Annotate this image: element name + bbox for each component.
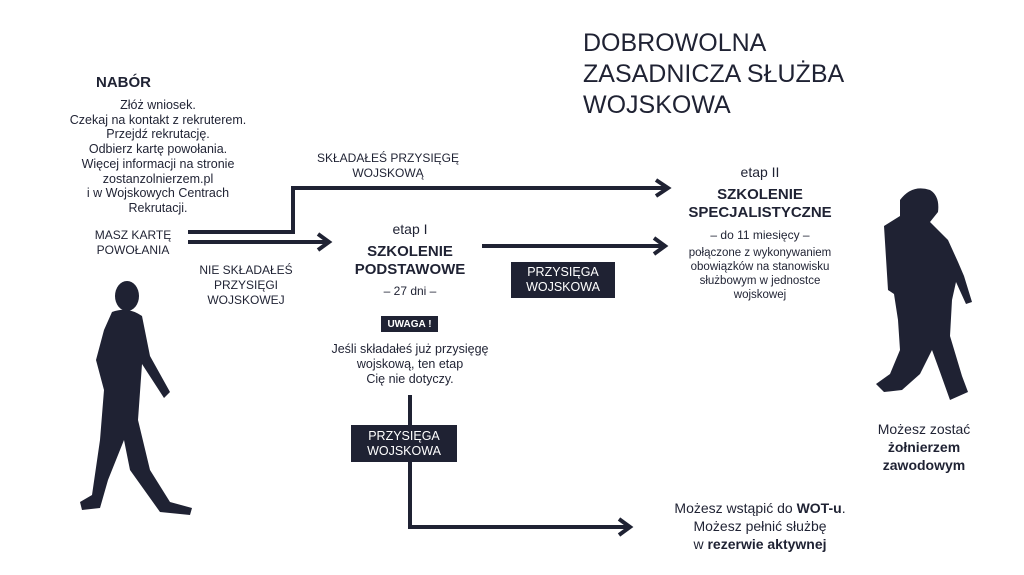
oath-line: PRZYSIĘGA bbox=[527, 265, 599, 279]
etap2-name: SZKOLENIE bbox=[717, 186, 803, 203]
etap2-label: etap II bbox=[740, 164, 780, 180]
soldier-silhouette bbox=[876, 188, 972, 400]
label-line: WOJSKOWĄ bbox=[352, 166, 424, 180]
note-line: Cię nie dotyczy. bbox=[366, 372, 454, 386]
nabor-line: Czekaj na kontakt z rekruterem. bbox=[69, 112, 247, 127]
outcome-line: w rezerwie aktywnej bbox=[648, 535, 872, 553]
walking-man-silhouette bbox=[80, 281, 192, 515]
etap1-label: etap I bbox=[392, 221, 428, 237]
label-line: WOJSKOWEJ bbox=[207, 293, 285, 307]
desc-line: wojskowej bbox=[733, 289, 787, 301]
no-oath-label: NIE SKŁADAŁEŚ PRZYSIĘGI WOJSKOWEJ bbox=[196, 263, 296, 308]
etap1-note: Jeśli składałeś już przysięgę wojskową, … bbox=[310, 342, 510, 387]
note-line: Jeśli składałeś już przysięgę bbox=[331, 342, 489, 356]
reserve-text: rezerwie aktywnej bbox=[707, 536, 827, 552]
oath-taken-label: SKŁADAŁEŚ PRZYSIĘGĘ WOJSKOWĄ bbox=[300, 151, 476, 181]
nabor-line: Rekrutacji. bbox=[128, 200, 188, 215]
etap2-description: połączone z wykonywaniem obowiązków na s… bbox=[670, 246, 850, 302]
nabor-steps: Złóż wniosek. Czekaj na kontakt z rekrut… bbox=[40, 98, 276, 216]
text: . bbox=[841, 500, 846, 516]
oath-line: PRZYSIĘGA bbox=[368, 428, 440, 443]
desc-line: połączone z wykonywaniem bbox=[688, 247, 832, 259]
outcome-line: Możesz pełnić służbę bbox=[693, 518, 827, 534]
text: w bbox=[693, 536, 708, 552]
etap1-name: PODSTAWOWE bbox=[354, 261, 466, 278]
label-line: MASZ KARTĘ bbox=[94, 228, 172, 242]
oath-line: WOJSKOWA bbox=[367, 443, 441, 458]
etap2-block: etap II SZKOLENIE SPECJALISTYCZNE – do 1… bbox=[670, 163, 850, 302]
text: Możesz wstąpić do bbox=[674, 500, 797, 516]
warning-badge: UWAGA ! bbox=[381, 316, 438, 332]
outcome-line: Możesz zostać bbox=[877, 421, 971, 437]
nabor-heading: NABÓR bbox=[96, 74, 151, 91]
label-line: SKŁADAŁEŚ PRZYSIĘGĘ bbox=[316, 151, 460, 165]
masz-karte-label: MASZ KARTĘ POWOŁANIA bbox=[80, 228, 186, 258]
outcome-line: zawodowym bbox=[882, 457, 966, 473]
label-line: PRZYSIĘGI bbox=[213, 278, 278, 292]
title-line: ZASADNICZA SŁUŻBA bbox=[583, 60, 845, 88]
label-line: POWOŁANIA bbox=[96, 243, 170, 257]
arrow-oath-taken bbox=[188, 186, 668, 234]
outcome-wot-reserve: Możesz wstąpić do WOT-u. Możesz pełnić s… bbox=[648, 499, 872, 553]
nabor-line: Złóż wniosek. bbox=[120, 98, 196, 112]
outcome-professional-soldier: Możesz zostać żołnierzem zawodowym bbox=[856, 420, 992, 474]
wot-text: WOT-u bbox=[796, 500, 842, 516]
page-title: DOBROWOLNA ZASADNICZA SŁUŻBA WOJSKOWA bbox=[583, 28, 844, 121]
etap1-name: SZKOLENIE bbox=[367, 243, 453, 260]
nabor-line: Odbierz kartę powołania. bbox=[88, 142, 228, 157]
title-line: WOJSKOWA bbox=[583, 91, 731, 119]
nabor-line: i w Wojskowych Centrach bbox=[86, 186, 230, 201]
outcome-line: żołnierzem bbox=[887, 439, 961, 455]
nabor-line: Przejdź rekrutację. bbox=[106, 127, 210, 142]
note-line: wojskową, ten etap bbox=[356, 357, 464, 371]
etap1-duration: – 27 dni – bbox=[383, 284, 437, 298]
outcome-line: Możesz wstąpić do WOT-u. bbox=[648, 499, 872, 517]
desc-line: obowiązków na stanowisku bbox=[690, 261, 830, 273]
etap2-duration: – do 11 miesięcy – bbox=[710, 228, 810, 242]
oath-line: WOJSKOWA bbox=[526, 280, 600, 294]
nabor-link: zostanzolnierzem.pl bbox=[102, 171, 214, 186]
title-line: DOBROWOLNA bbox=[583, 29, 767, 57]
desc-line: służbowym w jednostce bbox=[699, 275, 821, 287]
nabor-line: Więcej informacji na stronie bbox=[81, 156, 235, 171]
etap2-name: SPECJALISTYCZNE bbox=[688, 204, 832, 221]
etap1-block: etap I SZKOLENIE PODSTAWOWE – 27 dni – bbox=[330, 220, 490, 299]
label-line: NIE SKŁADAŁEŚ bbox=[199, 263, 293, 277]
